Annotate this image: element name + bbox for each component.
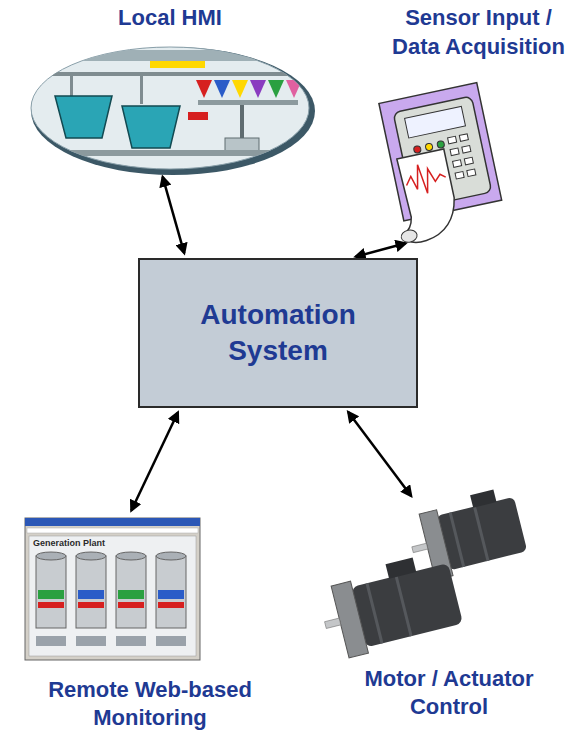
illustration-shape [250, 80, 266, 98]
illustration-shape [78, 602, 104, 608]
illustration-shape [214, 80, 230, 98]
illustration-shape [436, 497, 527, 571]
illustration-shape [156, 636, 186, 646]
motor-picture [403, 485, 529, 584]
illustration-shape [78, 590, 104, 599]
illustration-shape [325, 618, 341, 628]
motor-node: Motor / Actuator Control [315, 500, 579, 722]
illustration-shape [400, 229, 418, 244]
illustration-shape [158, 590, 184, 599]
hmi-node: Local HMI [25, 4, 315, 172]
illustration-shape [36, 552, 66, 560]
illustration-shape [36, 636, 66, 646]
illustration-shape [118, 602, 144, 608]
illustration-shape [35, 50, 305, 61]
illustration-shape [35, 50, 305, 156]
illustration-shape [225, 138, 259, 152]
illustration-shape [403, 160, 448, 198]
illustration-shape [25, 518, 200, 660]
automation-box: Automation System [138, 258, 418, 408]
illustration-shape [70, 76, 73, 96]
sensor-node: Sensor Input / Data Acquisition [372, 4, 579, 242]
illustration-shape [156, 556, 186, 628]
node-label: Automation System [173, 297, 383, 370]
illustration-shape [25, 518, 200, 526]
node-label: Motor / Actuator Control [323, 665, 575, 722]
illustration-shape [412, 543, 428, 552]
illustration-shape [198, 100, 298, 105]
illustration-shape [467, 169, 476, 177]
node-label: Remote Web-based Monitoring [28, 676, 272, 733]
illustration-shape [36, 552, 186, 646]
illustration-shape [40, 72, 290, 76]
illustration-shape [55, 96, 112, 138]
illustration-shape [27, 528, 198, 533]
node-label: Sensor Input / Data Acquisition [380, 4, 577, 61]
illustration-shape [366, 583, 384, 644]
illustration-shape [405, 106, 466, 138]
illustration-shape [437, 140, 445, 148]
illustration-shape [459, 134, 468, 142]
illustration-shape [158, 602, 184, 608]
illustration-shape [38, 590, 64, 599]
illustration-shape [413, 145, 421, 153]
double-arrow [163, 177, 185, 253]
double-arrow [356, 243, 406, 256]
illustration-shape [29, 536, 196, 656]
motor-picture [315, 550, 465, 662]
illustration-shape [116, 552, 146, 560]
illustration-shape [453, 160, 462, 168]
illustration-shape [31, 47, 309, 169]
illustration-shape [455, 171, 464, 179]
illustration-shape [31, 47, 315, 175]
illustration-shape [351, 563, 463, 647]
illustration-shape [449, 512, 465, 567]
screenshot-heading: Generation Plant [33, 539, 105, 549]
illustration-shape [76, 636, 106, 646]
illustration-shape [464, 157, 473, 165]
illustration-shape [462, 146, 471, 154]
illustration-shape [188, 112, 208, 120]
illustration-shape [36, 556, 66, 628]
illustration-shape [45, 150, 285, 156]
illustration-shape [448, 136, 457, 144]
illustration-shape [268, 80, 284, 98]
illustration-shape [116, 556, 146, 628]
illustration-shape [140, 76, 143, 104]
illustration-shape [76, 556, 106, 628]
illustration-shape [116, 636, 146, 646]
illustration-shape [470, 489, 496, 507]
illustration-shape [196, 80, 212, 98]
illustration-shape [473, 506, 489, 561]
node-label: Local HMI [118, 4, 222, 33]
illustration-shape [387, 149, 462, 245]
data-recorder-picture [373, 83, 507, 246]
illustration-shape [150, 61, 205, 68]
illustration-shape [286, 80, 302, 98]
illustration-shape [385, 558, 416, 579]
illustration-shape [156, 552, 186, 560]
double-arrow [348, 412, 411, 496]
illustration-shape [38, 602, 64, 608]
illustration-shape [425, 143, 433, 151]
illustration-shape [122, 106, 180, 148]
hmi-screen-picture [31, 47, 315, 175]
illustration-shape [232, 80, 248, 98]
double-arrow [131, 413, 178, 511]
illustration-shape [118, 590, 144, 599]
web-screenshot-picture [25, 518, 200, 660]
illustration-shape [395, 576, 413, 637]
illustration-shape [450, 148, 459, 156]
illustration-shape [76, 552, 106, 560]
